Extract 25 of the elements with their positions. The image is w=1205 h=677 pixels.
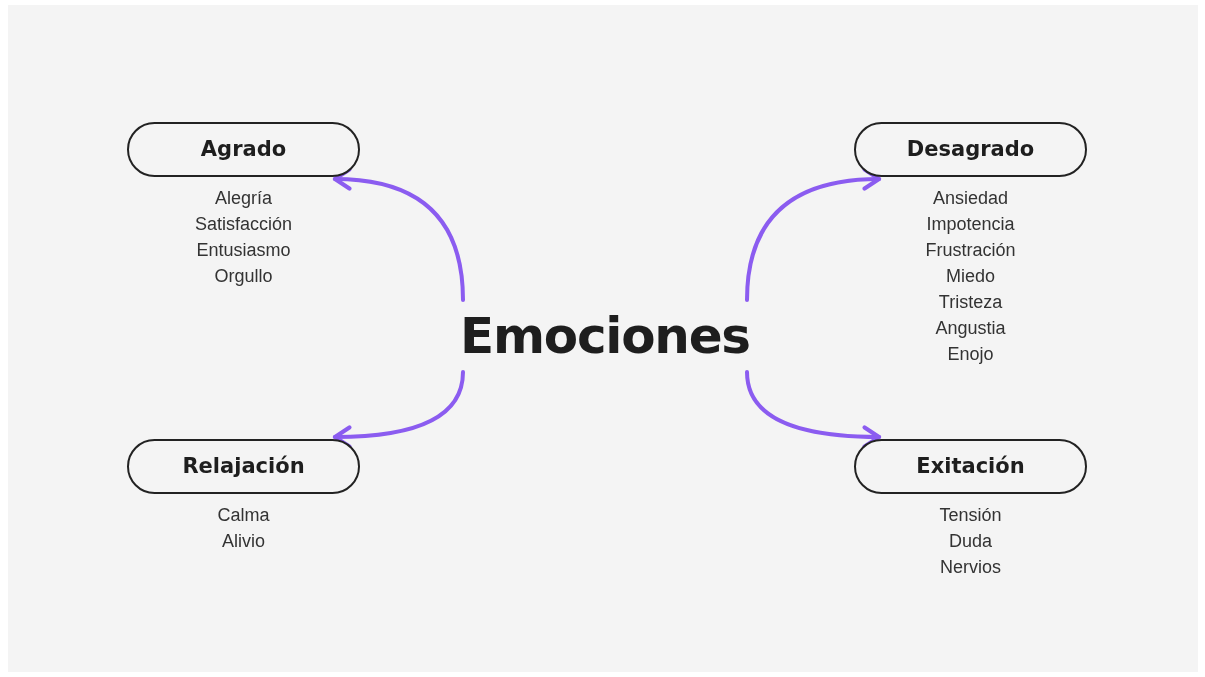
emotion-item: Duda [949,530,992,553]
main-title: Emociones [460,311,750,361]
emotion-item: Entusiasmo [196,239,291,262]
emotion-item: Tristeza [938,291,1003,314]
pill-box [854,439,1087,494]
emotion-item: Satisfacción [194,213,293,236]
emotion-item: Angustia [935,317,1006,340]
pill-box [127,122,360,177]
category-heading: Agrado [200,139,287,160]
emotion-item: Calma [217,504,270,527]
emotion-item: Orgullo [214,265,273,288]
emotion-item: Alivio [222,530,265,553]
emotion-item: Nervios [940,556,1001,579]
category-heading: Exitación [916,456,1025,477]
emotion-item: Alegría [214,187,272,210]
emotion-item: Tensión [939,504,1002,527]
pill-box [127,439,360,494]
category-heading: Relajación [182,456,305,477]
category-heading: Desagrado [906,139,1035,160]
emotion-item: Ansiedad [932,187,1009,210]
pill-box [854,122,1087,177]
emotion-item: Frustración [925,239,1016,262]
emotion-item: Impotencia [926,213,1015,236]
emotion-item: Miedo [946,265,995,288]
emotion-item: Enojo [947,343,994,366]
